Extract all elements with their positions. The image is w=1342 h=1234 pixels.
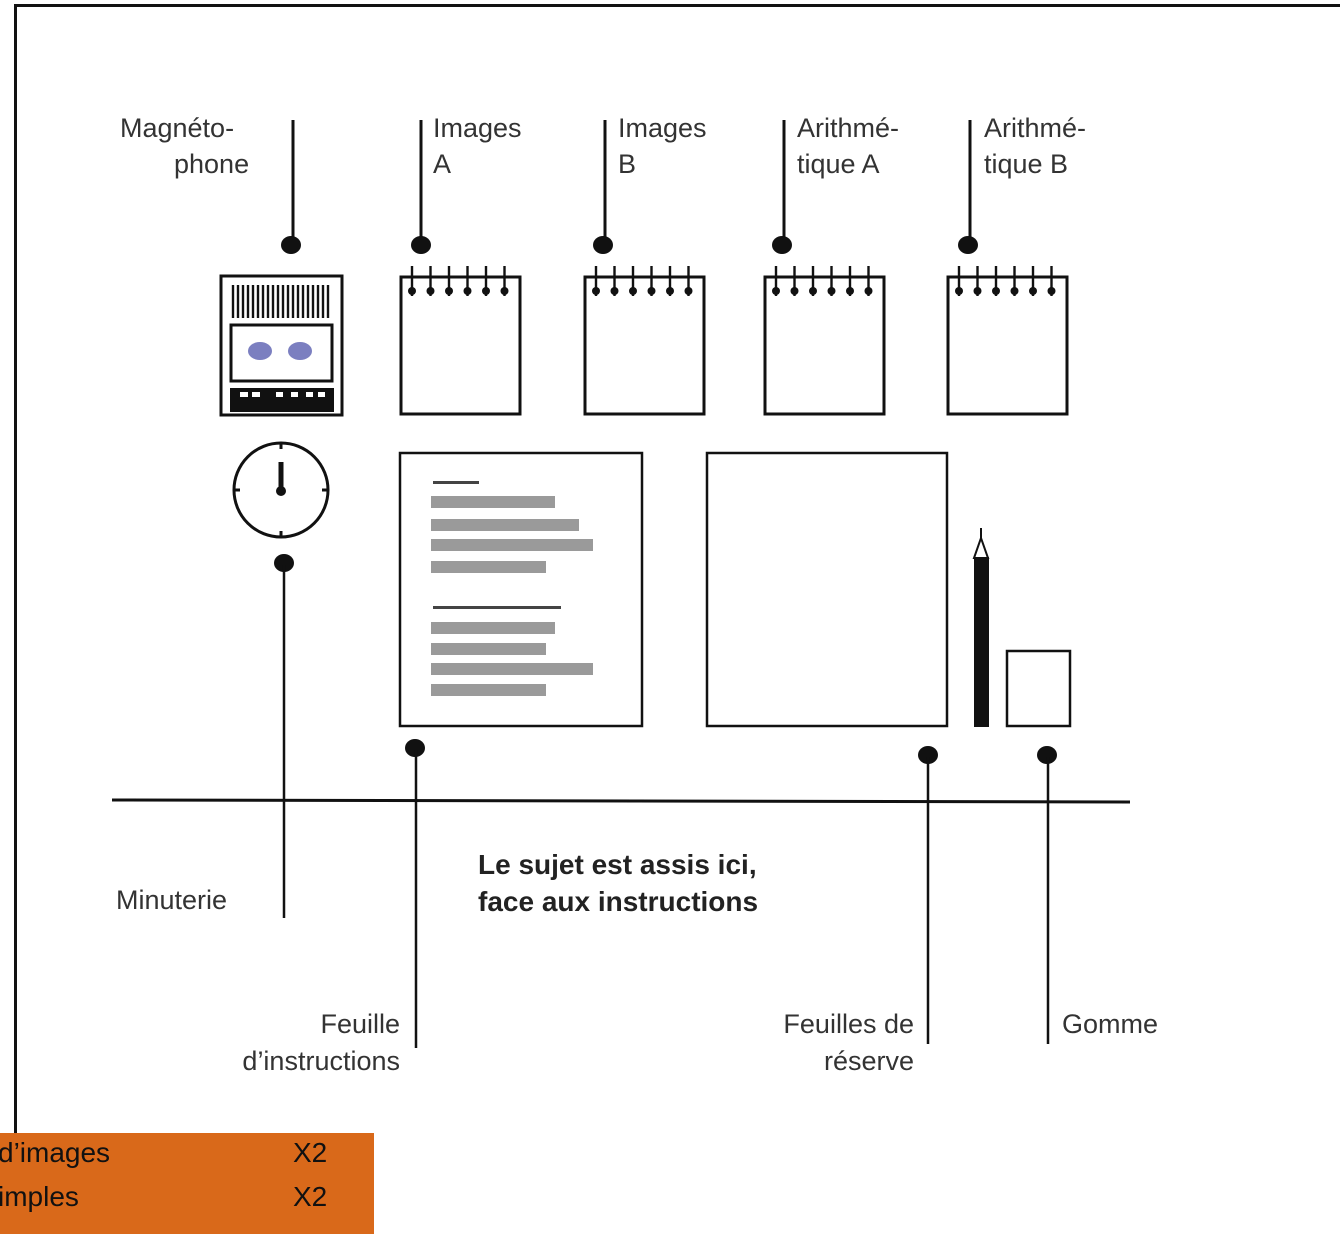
svg-text:Images: Images [433,113,522,143]
legend-box: d’images X2 imples X2 [0,1133,374,1234]
svg-text:Images: Images [618,113,707,143]
spare-sheets-icon [705,451,949,728]
legend-quantity: X2 [293,1181,328,1212]
leader-lines-top [291,120,972,242]
svg-text:tique A: tique A [797,149,880,179]
caption-subject: Le sujet est assis ici, face aux instruc… [478,849,758,917]
svg-text:Le sujet est assis ici,: Le sujet est assis ici, [478,849,757,880]
label-gomme: Gomme [1062,1009,1158,1039]
notepad-images-a-icon [399,266,522,416]
label-minuterie: Minuterie [116,885,227,915]
legend-item: d’images [0,1137,111,1168]
pencil-icon [972,528,990,727]
label-images-b: Images B [618,113,707,179]
eraser-icon [1005,649,1072,728]
label-arithmetique-b: Arithmé- tique B [984,113,1086,179]
svg-text:tique B: tique B [984,149,1068,179]
leader-dots-bottom [274,554,1057,764]
svg-text:phone: phone [174,149,249,179]
notepad-arithmetique-b-icon [946,266,1069,416]
label-feuille-instructions: Feuille d’instructions [242,1009,400,1076]
legend-row: d’images X2 [0,1137,374,1177]
svg-text:B: B [618,149,636,179]
label-magnetophone: Magnéto- phone [120,113,249,179]
notepad-images-b-icon [583,266,706,416]
label-feuilles-reserve: Feuilles de réserve [783,1009,914,1076]
svg-text:Arithmé-: Arithmé- [984,113,1086,143]
timer-icon [232,441,330,539]
notepad-arithmetique-a-icon [763,266,886,416]
leader-lines-bottom [282,565,1050,1048]
tape-recorder-icon [219,274,344,417]
svg-text:Magnéto-: Magnéto- [120,113,234,143]
svg-text:Feuille: Feuille [320,1009,400,1039]
label-arithmetique-a: Arithmé- tique A [797,113,899,179]
svg-text:Feuilles de: Feuilles de [783,1009,914,1039]
leader-dots-top [281,236,978,254]
table-edge-line [111,798,1131,804]
svg-text:face aux instructions: face aux instructions [478,886,758,917]
svg-text:Arithmé-: Arithmé- [797,113,899,143]
legend-item: imples [0,1181,79,1212]
svg-text:d’instructions: d’instructions [242,1046,400,1076]
legend-row: imples X2 [0,1181,374,1221]
instruction-sheet-icon [398,451,644,728]
legend-quantity: X2 [293,1137,328,1168]
label-images-a: Images A [433,113,522,179]
svg-text:réserve: réserve [824,1046,914,1076]
diagram-frame [14,4,1340,1230]
svg-text:A: A [433,149,451,179]
